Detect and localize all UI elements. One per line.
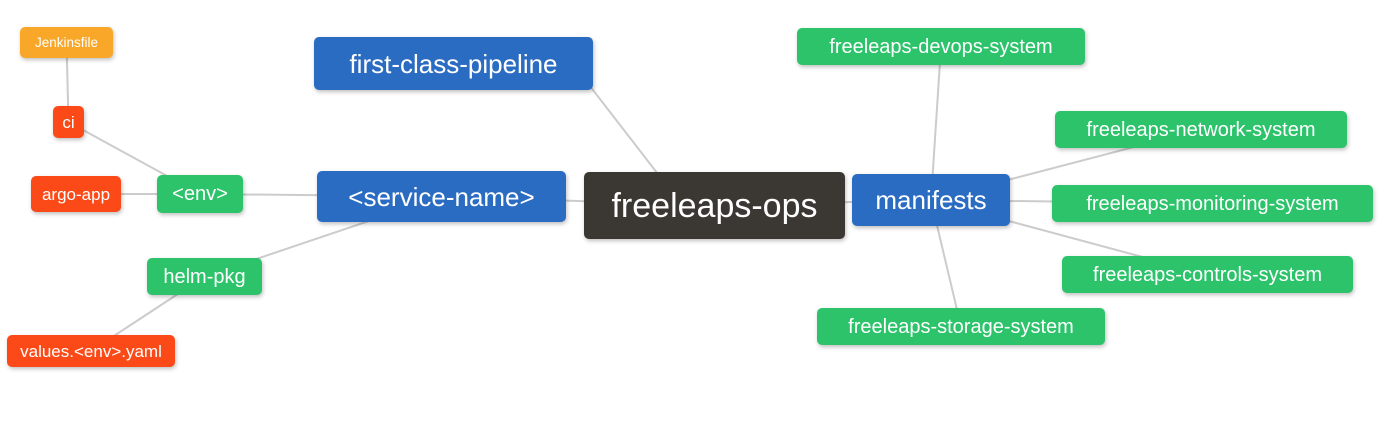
node-root-freeleaps-ops[interactable]: freeleaps-ops xyxy=(584,172,845,239)
node-env[interactable]: <env> xyxy=(157,175,243,213)
node-service-name[interactable]: <service-name> xyxy=(317,171,566,222)
node-first-class-pipeline[interactable]: first-class-pipeline xyxy=(314,37,593,90)
node-helm-pkg[interactable]: helm-pkg xyxy=(147,258,262,295)
node-freeleaps-controls-system[interactable]: freeleaps-controls-system xyxy=(1062,256,1353,293)
node-freeleaps-network-system[interactable]: freeleaps-network-system xyxy=(1055,111,1347,148)
node-jenkinsfile[interactable]: Jenkinsfile xyxy=(20,27,113,58)
node-values-env-yaml[interactable]: values.<env>.yaml xyxy=(7,335,175,367)
node-ci[interactable]: ci xyxy=(53,106,84,138)
edge-line xyxy=(585,80,662,179)
node-manifests[interactable]: manifests xyxy=(852,174,1010,226)
node-freeleaps-storage-system[interactable]: freeleaps-storage-system xyxy=(817,308,1105,345)
node-argo-app[interactable]: argo-app xyxy=(31,176,121,212)
node-freeleaps-monitoring-system[interactable]: freeleaps-monitoring-system xyxy=(1052,185,1373,222)
node-freeleaps-devops-system[interactable]: freeleaps-devops-system xyxy=(797,28,1085,65)
